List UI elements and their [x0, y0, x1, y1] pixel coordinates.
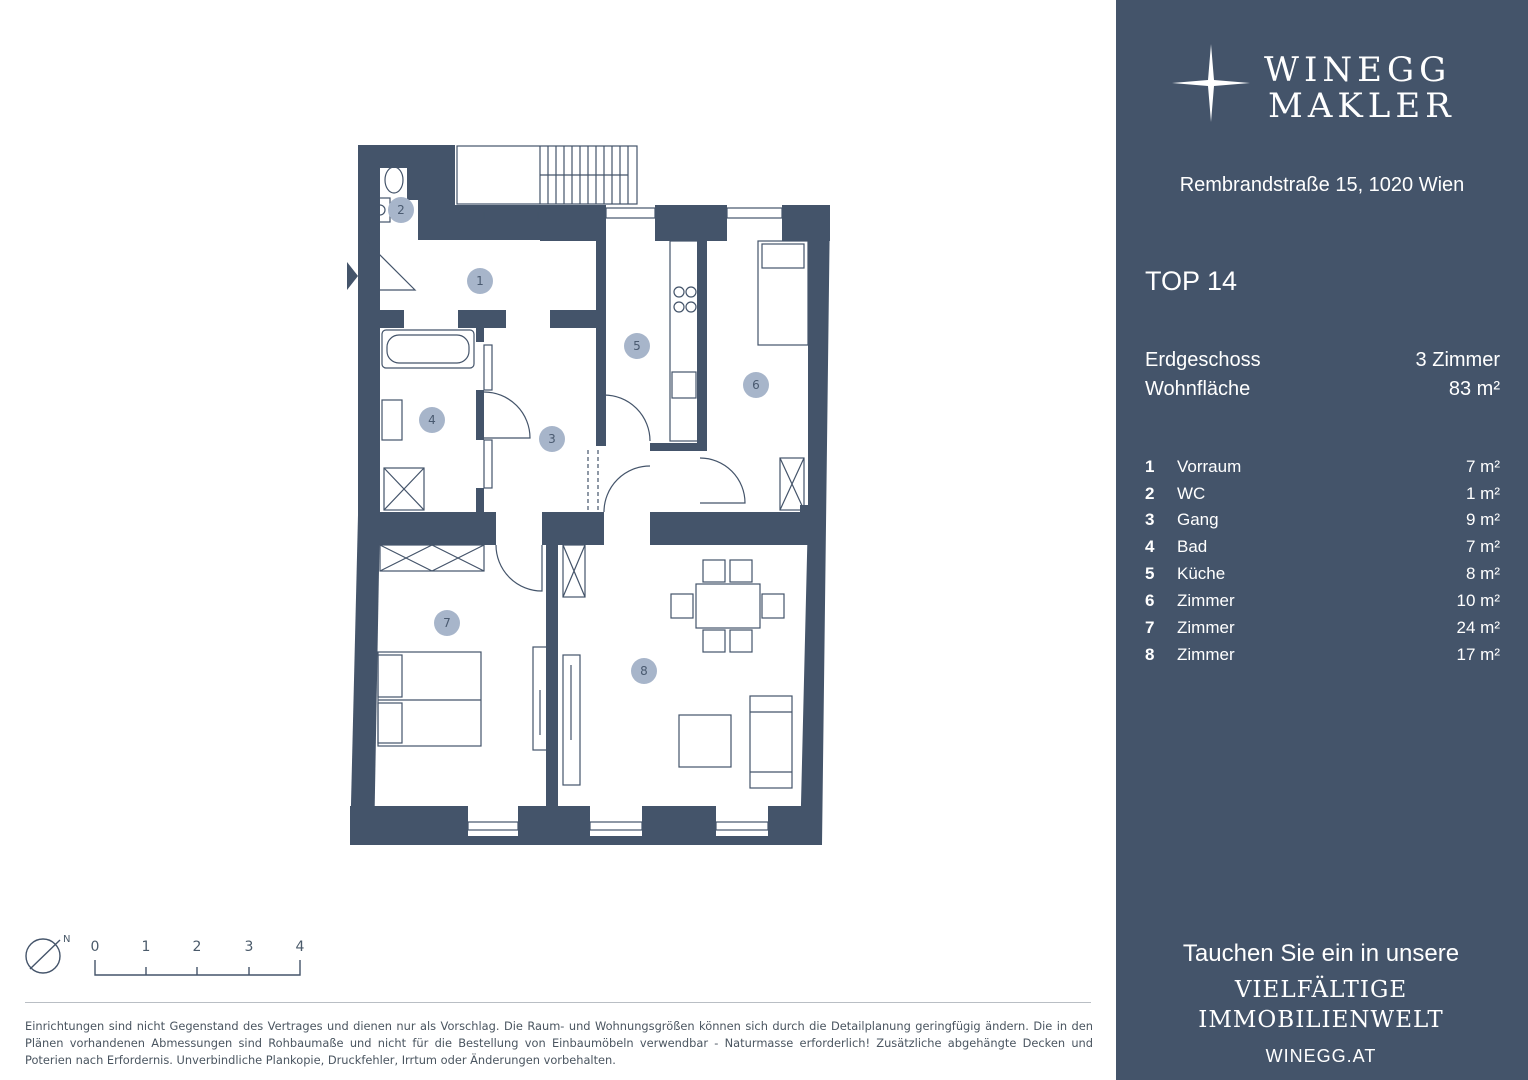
- room-list-item: 5 Küche 8 m²: [1145, 564, 1500, 586]
- room-number: 7: [1145, 618, 1155, 637]
- disclaimer-divider: [25, 1002, 1091, 1003]
- area-label: Wohnfläche: [1145, 378, 1251, 400]
- room-list-item: 4 Bad 7 m²: [1145, 537, 1500, 559]
- room-marker-7-label: 7: [443, 616, 451, 630]
- room-marker-4-label: 4: [428, 413, 436, 427]
- bath-fixtures: [381, 329, 493, 511]
- scale-bar: [94, 960, 301, 976]
- disclaimer-text: Einrichtungen sind nicht Gegenstand des …: [25, 1019, 1093, 1067]
- room-area: 17 m²: [1456, 645, 1500, 664]
- room-marker-3-label: 3: [548, 432, 556, 446]
- room-area: 7 m²: [1466, 537, 1500, 556]
- room-number: 5: [1145, 564, 1155, 583]
- scale-label-2: 2: [193, 939, 202, 955]
- room-number: 8: [1145, 645, 1155, 664]
- room-marker-4: [419, 407, 445, 433]
- door-swings: [364, 212, 746, 592]
- room-number: 2: [1145, 484, 1155, 503]
- room-area: 10 m²: [1456, 591, 1500, 610]
- room-list-item: 2 WC 1 m²: [1145, 484, 1500, 506]
- room-marker-5-label: 5: [633, 339, 641, 353]
- room-list-item: 7 Zimmer 24 m²: [1145, 618, 1500, 640]
- brand-name-line1: WINEGG: [1264, 50, 1452, 90]
- room-number: 4: [1145, 537, 1155, 556]
- room-marker-6-label: 6: [752, 378, 760, 392]
- room-list-item: 1 Vorraum 7 m²: [1145, 457, 1500, 479]
- floor-plan-area: 2 1 5 6 4 3 7 8 N 0 1 2 3: [25, 145, 1093, 1067]
- room7-furniture: [377, 544, 548, 751]
- room-area: 1 m²: [1466, 484, 1500, 503]
- room-marker-8-label: 8: [640, 664, 648, 678]
- room-marker-3: [539, 426, 565, 452]
- scale-label-3: 3: [245, 939, 254, 955]
- summary-floor-row: Erdgeschoss 3 Zimmer: [1145, 349, 1500, 372]
- kitchen-fixtures: [669, 240, 699, 442]
- room-list-item: 3 Gang 9 m²: [1145, 510, 1500, 532]
- staircase: [456, 145, 638, 205]
- scale-label-1: 1: [142, 939, 151, 955]
- room-marker-2: [388, 197, 414, 223]
- room-marker-7: [434, 610, 460, 636]
- floor-plan-drawing: 2 1 5 6 4 3 7 8 N 0 1 2 3: [25, 145, 830, 976]
- room-number: 1: [1145, 457, 1155, 476]
- scale-label-4: 4: [296, 939, 305, 955]
- brand-star-icon: [1172, 44, 1250, 122]
- room-area: 9 m²: [1466, 510, 1500, 529]
- unit-title: TOP 14: [1145, 266, 1238, 296]
- room6-furniture: [757, 240, 809, 511]
- entrance-arrow-icon: [347, 262, 358, 290]
- tagline-line2: VIELFÄLTIGE: [1234, 977, 1408, 1003]
- tagline-line3: IMMOBILIENWELT: [1198, 1007, 1444, 1033]
- address: Rembrandstraße 15, 1020 Wien: [1179, 174, 1465, 196]
- north-label: N: [63, 934, 70, 945]
- room-name: Vorraum: [1177, 457, 1242, 476]
- room-marker-2-label: 2: [397, 203, 405, 217]
- room-name: Zimmer: [1177, 618, 1235, 637]
- brand-name-line2: MAKLER: [1268, 86, 1456, 126]
- room-marker-6: [743, 372, 769, 398]
- room-marker-5: [624, 333, 650, 359]
- room-number: 3: [1145, 510, 1155, 529]
- scale-label-0: 0: [91, 939, 100, 955]
- room-marker-1: [467, 268, 493, 294]
- area-value: 83 m²: [1448, 378, 1500, 400]
- rooms-count: 3 Zimmer: [1415, 349, 1500, 371]
- room-list-item: 8 Zimmer 17 m²: [1145, 645, 1500, 667]
- room-marker-1-label: 1: [476, 274, 484, 288]
- room-area: 8 m²: [1466, 564, 1500, 583]
- room-name: Küche: [1177, 564, 1226, 583]
- room-name: Bad: [1177, 537, 1208, 556]
- room-fills: [380, 545, 800, 836]
- north-arrow-icon: [25, 938, 61, 974]
- room-name: WC: [1177, 484, 1206, 503]
- room-name: Gang: [1177, 510, 1219, 529]
- room-markers: 2 1 5 6 4 3 7 8: [388, 197, 769, 684]
- room-list-item: 6 Zimmer 10 m²: [1145, 591, 1500, 613]
- website-link[interactable]: WINEGG.AT: [1265, 1046, 1377, 1066]
- room-area: 7 m²: [1466, 457, 1500, 476]
- info-sidebar: WINEGG MAKLER Rembrandstraße 15, 1020 Wi…: [1116, 0, 1528, 1080]
- room-name: Zimmer: [1177, 645, 1235, 664]
- walls: [350, 145, 830, 845]
- room-area: 24 m²: [1456, 618, 1500, 637]
- room-marker-8: [631, 658, 657, 684]
- room8-furniture: [562, 544, 793, 789]
- tagline-intro: Tauchen Sie ein in unsere: [1182, 940, 1460, 967]
- summary-area-row: Wohnfläche 83 m²: [1145, 378, 1500, 401]
- floor-label: Erdgeschoss: [1145, 349, 1261, 371]
- room-number: 6: [1145, 591, 1155, 610]
- room-name: Zimmer: [1177, 591, 1235, 610]
